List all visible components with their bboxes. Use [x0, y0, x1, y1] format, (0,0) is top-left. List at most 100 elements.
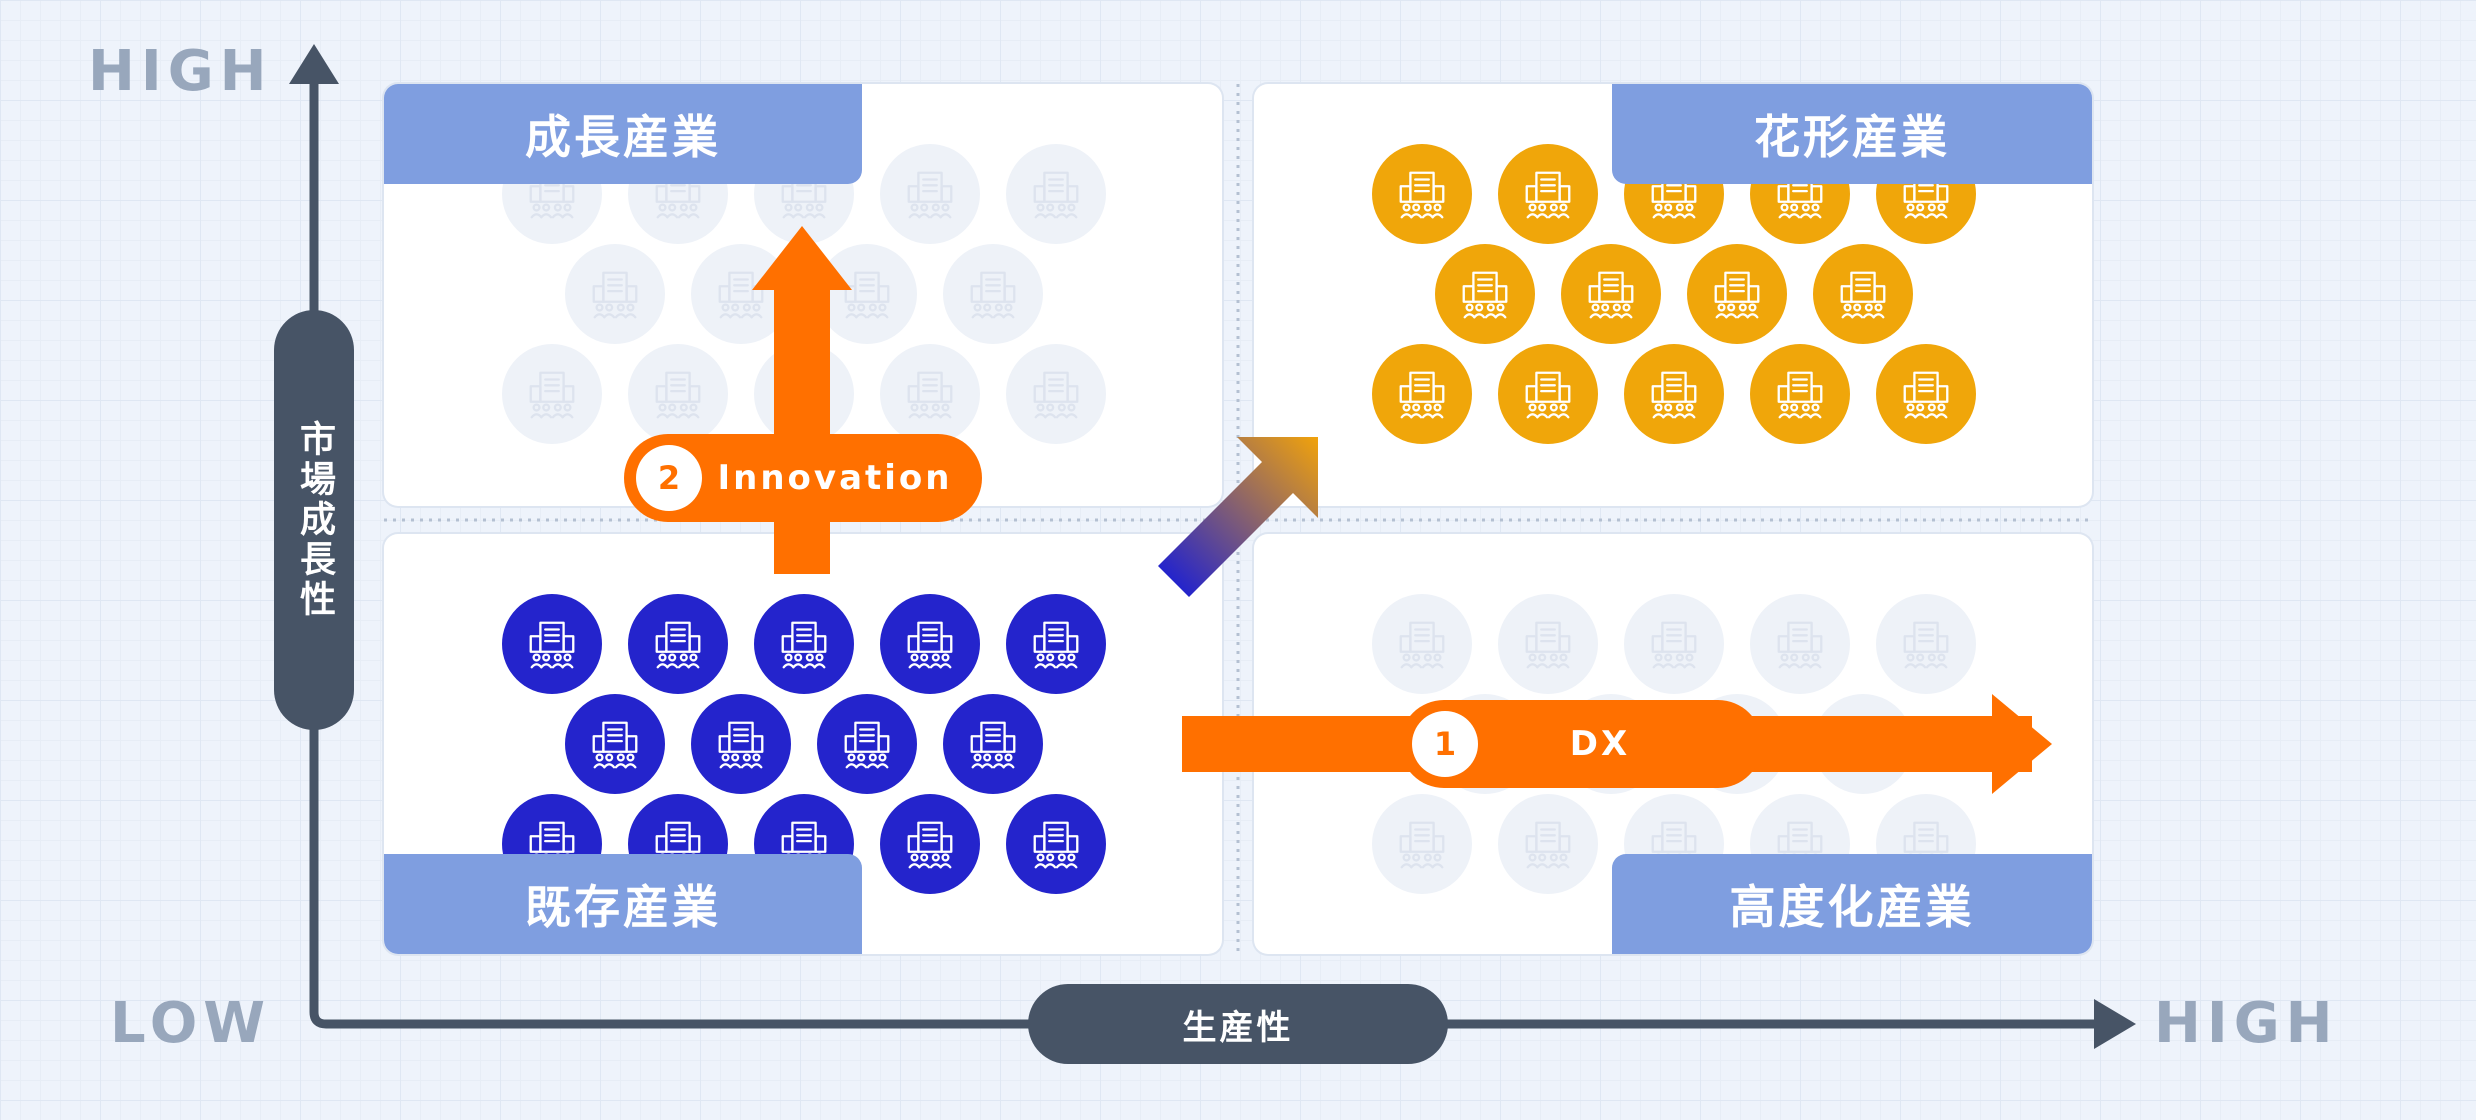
company-circle — [754, 594, 854, 694]
company-circle — [1813, 244, 1913, 344]
company-building-icon — [907, 171, 953, 219]
x-axis-low-label: LOW — [110, 991, 272, 1056]
company-circle — [1006, 144, 1106, 244]
company-circle — [880, 794, 980, 894]
company-building-icon — [1651, 371, 1697, 419]
x-axis-title-pill: 生産性 — [1028, 984, 1448, 1064]
company-circle — [1006, 594, 1106, 694]
company-circle — [1372, 594, 1472, 694]
company-circle — [628, 344, 728, 444]
company-circle — [502, 344, 602, 444]
company-building-icon — [1903, 371, 1949, 419]
company-circle — [1498, 594, 1598, 694]
company-building-icon — [1462, 271, 1508, 319]
company-circle — [880, 344, 980, 444]
company-circle — [817, 244, 917, 344]
company-building-icon — [592, 721, 638, 769]
company-circle — [1435, 244, 1535, 344]
company-building-icon — [1525, 821, 1571, 869]
company-circle — [1876, 344, 1976, 444]
company-building-icon — [718, 721, 764, 769]
x-axis-arrowhead — [2094, 999, 2136, 1049]
company-circle — [1687, 244, 1787, 344]
company-building-icon — [1840, 271, 1886, 319]
company-circle — [1750, 344, 1850, 444]
company-building-icon — [655, 371, 701, 419]
company-circle — [1006, 794, 1106, 894]
innovation-arrowhead — [752, 226, 852, 290]
company-building-icon — [592, 271, 638, 319]
company-building-icon — [1399, 171, 1445, 219]
company-building-icon — [1903, 621, 1949, 669]
company-building-icon — [781, 621, 827, 669]
company-building-icon — [1588, 271, 1634, 319]
company-building-icon — [907, 621, 953, 669]
company-building-icon — [1651, 621, 1697, 669]
company-building-icon — [1399, 621, 1445, 669]
company-circle — [1498, 144, 1598, 244]
dx-arrowhead — [1992, 694, 2052, 794]
x-axis-title: 生産性 — [1182, 1007, 1294, 1048]
innovation-pill: 2 Innovation — [624, 434, 982, 522]
company-building-icon — [844, 721, 890, 769]
dx-pill: 1 DX — [1400, 700, 1762, 788]
company-building-icon — [529, 371, 575, 419]
company-circle — [1876, 594, 1976, 694]
company-circle — [817, 694, 917, 794]
company-circle — [1624, 594, 1724, 694]
company-circle — [1498, 794, 1598, 894]
innovation-label: Innovation — [717, 458, 953, 498]
quadrant-label-top-right: 花形産業 — [1612, 84, 2092, 184]
company-circle — [502, 594, 602, 694]
x-axis-high-label: HIGH — [2154, 991, 2339, 1056]
company-building-icon — [1033, 621, 1079, 669]
quadrant-label-bottom-left: 既存産業 — [384, 854, 862, 954]
company-building-icon — [844, 271, 890, 319]
company-building-icon — [781, 171, 827, 219]
company-circle — [880, 144, 980, 244]
company-circle — [1750, 594, 1850, 694]
innovation-step-number: 2 — [636, 445, 702, 511]
y-axis-high-label: HIGH — [88, 39, 273, 104]
company-building-icon — [1651, 171, 1697, 219]
company-building-icon — [1399, 371, 1445, 419]
y-axis-arrowhead — [289, 44, 339, 84]
company-building-icon — [1525, 621, 1571, 669]
company-building-icon — [907, 821, 953, 869]
quadrant-label-top-left: 成長産業 — [384, 84, 862, 184]
company-building-icon — [1903, 171, 1949, 219]
company-circle — [880, 594, 980, 694]
company-building-icon — [1033, 371, 1079, 419]
company-circle — [565, 244, 665, 344]
company-building-icon — [1525, 171, 1571, 219]
company-circle — [1006, 344, 1106, 444]
company-building-icon — [718, 271, 764, 319]
company-building-icon — [1777, 621, 1823, 669]
company-building-icon — [970, 721, 1016, 769]
company-circle — [1498, 344, 1598, 444]
company-circle — [943, 694, 1043, 794]
dx-step-number: 1 — [1412, 711, 1478, 777]
company-circle — [628, 594, 728, 694]
company-building-icon — [655, 621, 701, 669]
axes-path — [309, 78, 2104, 1029]
company-building-icon — [1777, 371, 1823, 419]
y-axis-title-pill: 市場成長性 — [274, 310, 354, 730]
innovation-arrow-shaft — [774, 270, 830, 574]
dx-label: DX — [1569, 724, 1631, 764]
company-building-icon — [907, 371, 953, 419]
company-circle — [1372, 794, 1472, 894]
company-building-icon — [1033, 821, 1079, 869]
company-circle — [1372, 344, 1472, 444]
company-building-icon — [1525, 371, 1571, 419]
company-building-icon — [970, 271, 1016, 319]
company-circle — [1372, 144, 1472, 244]
quadrant-label-bottom-right: 高度化産業 — [1612, 854, 2092, 954]
diagonal-arrow — [1158, 437, 1318, 597]
y-axis-title: 市場成長性 — [294, 420, 335, 620]
company-circle — [1624, 344, 1724, 444]
company-building-icon — [529, 621, 575, 669]
company-circle — [691, 694, 791, 794]
